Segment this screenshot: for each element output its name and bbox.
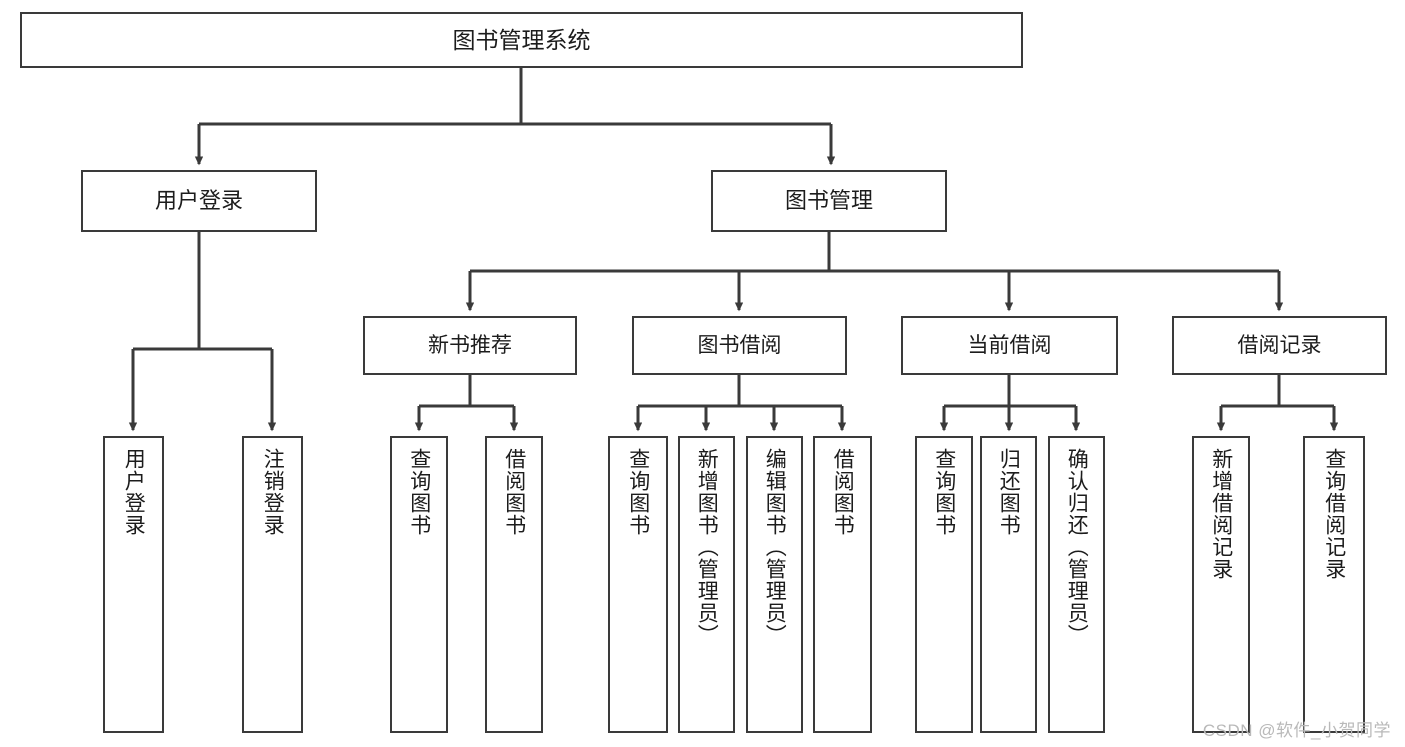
node-root[interactable]: 图书管理系统 [20, 12, 1023, 68]
node-leaf-label: 查询图书 [932, 448, 956, 536]
node-group-new-book-recommend[interactable]: 新书推荐 [363, 316, 577, 375]
node-branch-label: 用户登录 [154, 187, 243, 213]
node-leaf-label: 查询图书 [626, 448, 650, 536]
node-leaf-label: 借阅图书 [502, 448, 526, 536]
node-group-borrow-record[interactable]: 借阅记录 [1172, 316, 1387, 375]
node-group-current-borrow[interactable]: 当前借阅 [901, 316, 1118, 375]
watermark: CSDN @软件_小贺同学 [1202, 721, 1391, 740]
node-leaf-user-login[interactable]: 用户登录 [103, 436, 164, 733]
node-root-label: 图书管理系统 [452, 26, 591, 53]
node-leaf-label: 用户登录 [122, 448, 146, 536]
node-leaf-query-borrow-record[interactable]: 查询借阅记录 [1303, 436, 1365, 733]
node-leaf-label: 注销登录 [261, 448, 285, 536]
node-branch-user-login[interactable]: 用户登录 [81, 170, 317, 232]
node-leaf-return-book[interactable]: 归还图书 [980, 436, 1037, 733]
node-leaf-edit-book-admin[interactable]: 编辑图书（管理员） [746, 436, 803, 733]
node-group-label: 图书借阅 [697, 333, 782, 357]
node-leaf-add-book-admin[interactable]: 新增图书（管理员） [678, 436, 735, 733]
node-leaf-borrow-book-recommend[interactable]: 借阅图书 [485, 436, 543, 733]
node-leaf-query-book-recommend[interactable]: 查询图书 [390, 436, 448, 733]
node-leaf-label: 查询图书 [407, 448, 431, 536]
node-leaf-query-book-current[interactable]: 查询图书 [915, 436, 973, 733]
node-leaf-label: 查询借阅记录 [1322, 448, 1346, 580]
node-group-label: 借阅记录 [1237, 333, 1322, 357]
node-group-label: 当前借阅 [967, 333, 1052, 357]
node-leaf-add-borrow-record[interactable]: 新增借阅记录 [1192, 436, 1250, 733]
node-group-label: 新书推荐 [428, 333, 512, 357]
node-leaf-label: 新增借阅记录 [1209, 448, 1233, 580]
node-branch-book-management[interactable]: 图书管理 [711, 170, 947, 232]
node-leaf-query-book-borrow[interactable]: 查询图书 [608, 436, 668, 733]
node-group-book-borrow[interactable]: 图书借阅 [632, 316, 847, 375]
node-leaf-label: 新增图书（管理员） [695, 448, 719, 646]
node-leaf-label: 归还图书 [997, 448, 1021, 536]
node-leaf-label: 编辑图书（管理员） [763, 448, 787, 646]
node-branch-label: 图书管理 [784, 187, 873, 213]
node-leaf-label: 确认归还（管理员） [1065, 448, 1089, 646]
node-leaf-label: 借阅图书 [831, 448, 855, 536]
node-leaf-logout-login[interactable]: 注销登录 [242, 436, 303, 733]
node-leaf-borrow-book[interactable]: 借阅图书 [813, 436, 872, 733]
node-leaf-confirm-return-admin[interactable]: 确认归还（管理员） [1048, 436, 1105, 733]
